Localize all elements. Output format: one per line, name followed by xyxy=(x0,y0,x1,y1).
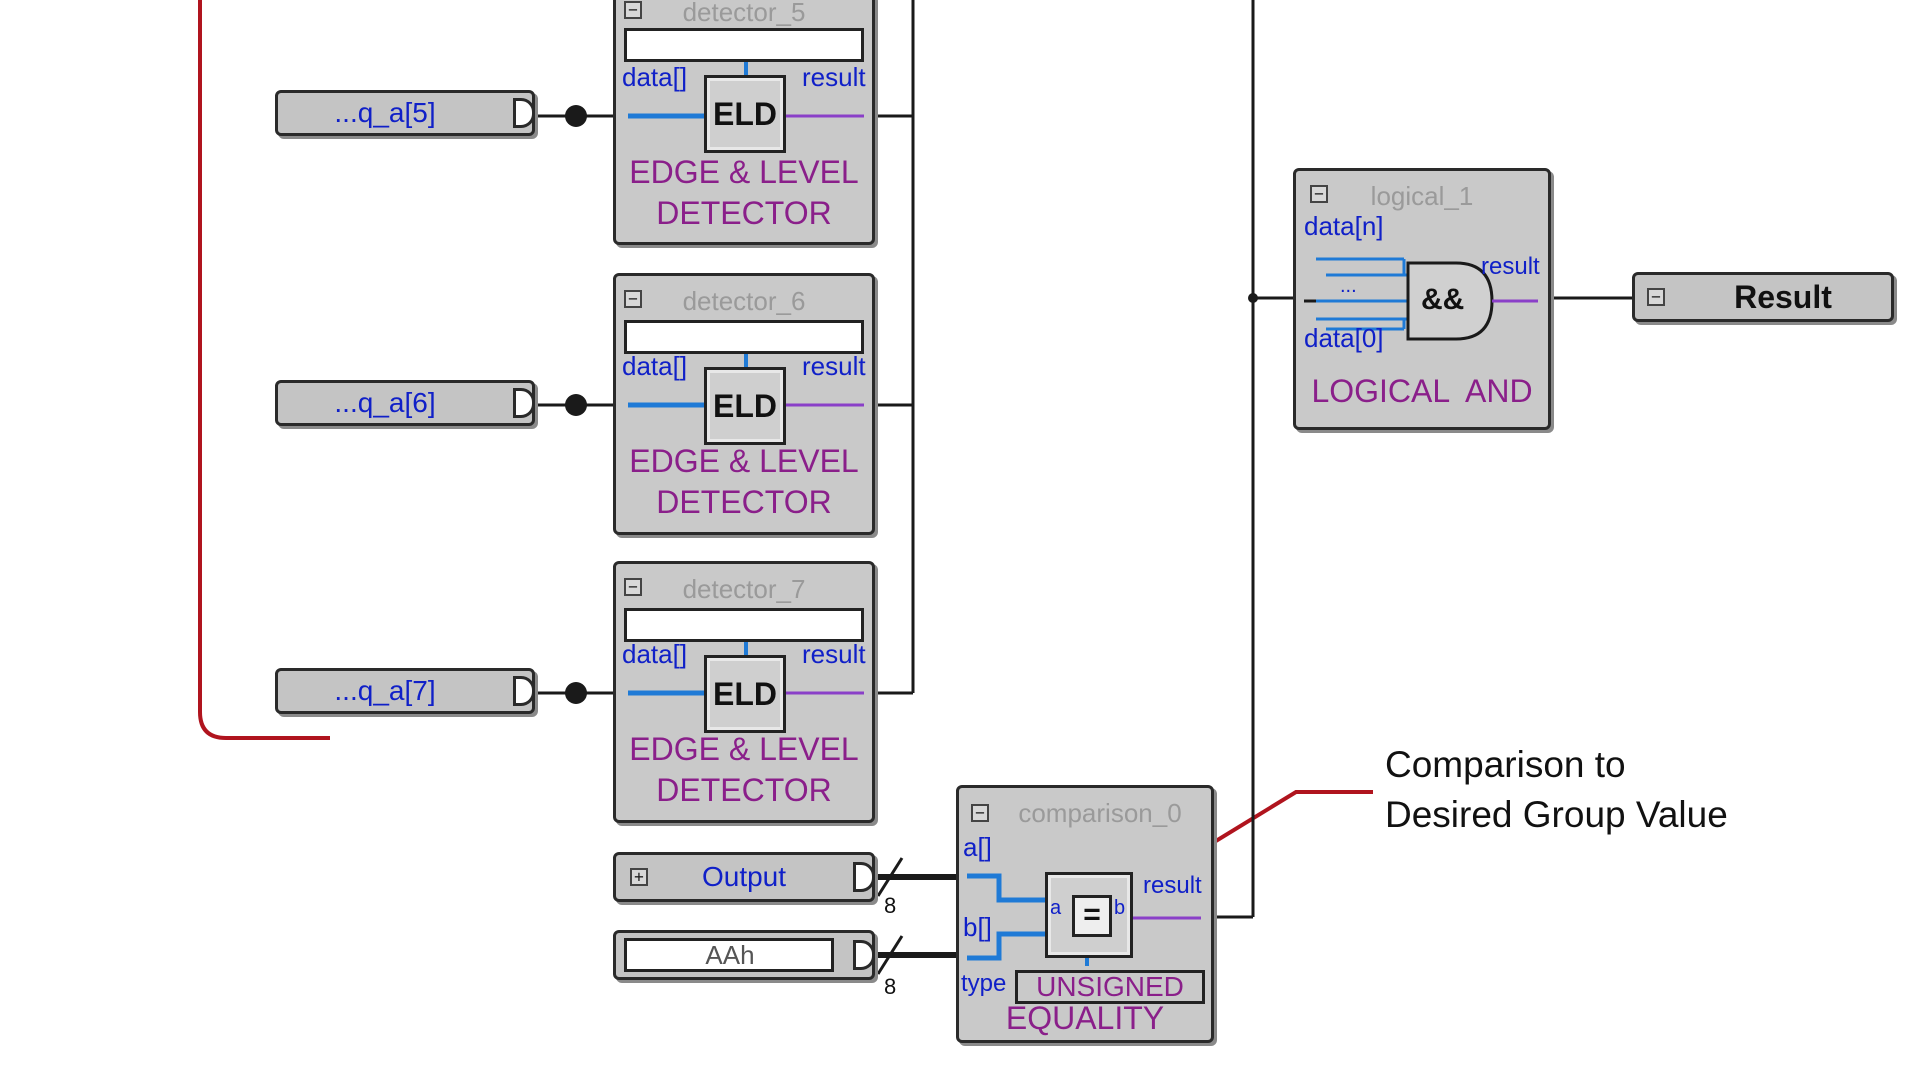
eld-core: ELD xyxy=(704,367,786,445)
annotation-pointer-line xyxy=(1191,790,1373,857)
input-port-label: data[] xyxy=(622,639,688,669)
block-description-line1: EDGE & LEVEL xyxy=(629,731,859,767)
block-description-line1: EDGE & LEVEL xyxy=(629,443,859,479)
output-bus-pin[interactable]: + Output xyxy=(613,852,875,902)
block-description-line2: DETECTOR xyxy=(656,772,832,808)
constant-pin[interactable]: AAh xyxy=(613,930,875,980)
input-pin[interactable]: ...q_a[5] xyxy=(275,90,535,136)
comparator-internal-wiring xyxy=(967,873,1201,966)
collapse-toggle[interactable]: − xyxy=(1310,185,1328,203)
output-port-label: result xyxy=(802,351,866,381)
internal-wiring xyxy=(628,354,864,408)
port-type-label: type xyxy=(961,970,1007,997)
port-b-label: b[] xyxy=(963,912,992,942)
detector-block[interactable]: − detector_7 ELD data[] result EDGE & LE… xyxy=(613,561,875,823)
collapse-toggle[interactable]: − xyxy=(624,1,642,19)
pin-name: ...q_a[5] xyxy=(334,97,436,128)
output-bus-slash xyxy=(876,857,904,897)
input-pin[interactable]: ...q_a[6] xyxy=(275,380,535,426)
output-port-label: result xyxy=(1481,253,1540,280)
constant-value: AAh xyxy=(705,940,755,970)
block-description-line2: DETECTOR xyxy=(656,484,832,520)
detector-block[interactable]: − detector_5 ELD data[] result EDGE & LE… xyxy=(613,0,875,245)
pin-name: Result xyxy=(1734,279,1832,315)
constant-field xyxy=(624,938,834,972)
input-port-label: data[] xyxy=(622,351,688,381)
logical-and-block[interactable]: − logical_1 && data[n] ... data[0] resul… xyxy=(1293,168,1551,430)
port-a-label: a[] xyxy=(963,832,992,862)
pin7-junction-dot xyxy=(565,682,587,704)
pin-name: Output xyxy=(701,861,787,892)
collapse-toggle[interactable]: − xyxy=(971,804,989,822)
instance-name: detector_7 xyxy=(682,574,806,604)
input-port-label: data[] xyxy=(622,62,688,92)
inner-a-label: a xyxy=(1050,897,1062,919)
output-port-label: result xyxy=(802,639,866,669)
annotation-line1: Comparison to xyxy=(1385,744,1626,785)
pin-connector xyxy=(853,940,875,970)
pin-connector xyxy=(513,676,535,706)
parameter-bar xyxy=(624,608,864,642)
pin-connector xyxy=(513,388,535,418)
eld-core: ELD xyxy=(704,75,786,153)
and-junction-dot xyxy=(1248,293,1258,303)
pin5-junction-dot xyxy=(565,105,587,127)
input-pin[interactable]: ...q_a[7] xyxy=(275,668,535,714)
block-description-line2: DETECTOR xyxy=(656,195,832,231)
inner-b-label: b xyxy=(1114,897,1126,919)
input-bottom-port-label: data[0] xyxy=(1304,323,1384,353)
comparison-block[interactable]: − comparison_0 = a b a[] b[] type result… xyxy=(956,785,1214,1043)
constant-bus-slash xyxy=(876,935,904,975)
detector-block[interactable]: − detector_6 ELD data[] result EDGE & LE… xyxy=(613,273,875,535)
instance-name: detector_5 xyxy=(682,0,806,27)
group-bracket-line xyxy=(198,0,330,740)
equality-symbol: = xyxy=(1072,895,1112,937)
output-port-label: result xyxy=(802,62,866,92)
eld-core: ELD xyxy=(704,655,786,733)
parameter-bar xyxy=(624,28,864,62)
input-dots: ... xyxy=(1340,275,1357,297)
pin-name: ...q_a[6] xyxy=(334,387,436,418)
input-top-port-label: data[n] xyxy=(1304,211,1384,241)
pin-connector xyxy=(513,98,535,128)
parameter-bar xyxy=(624,320,864,354)
block-description: LOGICAL AND xyxy=(1311,373,1533,409)
instance-name: logical_1 xyxy=(1370,181,1474,211)
internal-wiring xyxy=(628,62,864,119)
port-result-label: result xyxy=(1143,872,1202,899)
pin-name: ...q_a[7] xyxy=(334,675,436,706)
expand-toggle[interactable]: + xyxy=(630,868,648,886)
annotation-line2: Desired Group Value xyxy=(1385,794,1728,835)
equality-core: = a b xyxy=(1045,872,1133,958)
result-output-pin[interactable]: − Result xyxy=(1632,272,1894,322)
instance-name: detector_6 xyxy=(682,286,806,316)
collapse-toggle[interactable]: − xyxy=(624,290,642,308)
type-value-field: UNSIGNED xyxy=(1015,970,1205,1004)
pin6-junction-dot xyxy=(565,394,587,416)
instance-name: comparison_0 xyxy=(1018,798,1182,828)
constant-bus-width: 8 xyxy=(884,974,897,999)
block-description: EQUALITY xyxy=(1005,1000,1165,1036)
pin-connector xyxy=(853,862,875,892)
and-gate-graphic xyxy=(1304,257,1538,341)
collapse-toggle[interactable]: − xyxy=(624,578,642,596)
and-gate-symbol: && xyxy=(1421,283,1465,316)
block-description-line1: EDGE & LEVEL xyxy=(629,154,859,190)
output-bus-width: 8 xyxy=(884,893,897,918)
collapse-toggle[interactable]: − xyxy=(1647,288,1665,306)
internal-wiring xyxy=(628,642,864,696)
